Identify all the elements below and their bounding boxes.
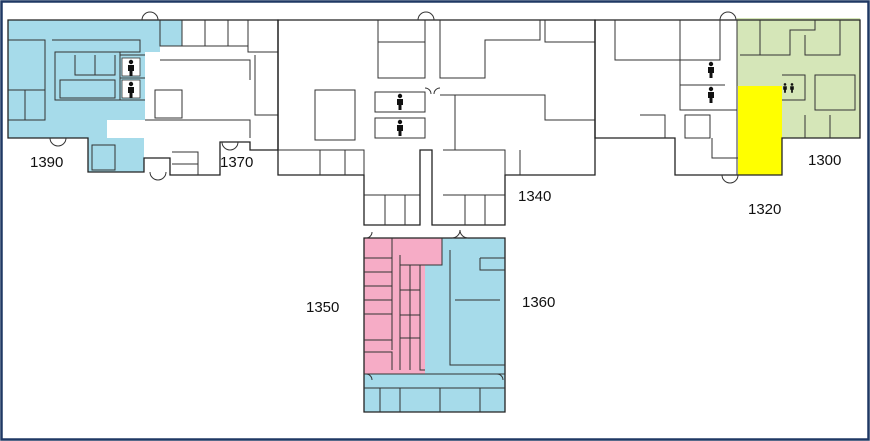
exterior-doors (49, 11, 739, 381)
suite-label-1390: 1390 (30, 154, 63, 171)
restroom-women-icon-west (121, 79, 141, 99)
suite-1320-area[interactable] (738, 86, 782, 175)
suite-label-1320: 1320 (748, 201, 781, 218)
walls-east-wing (594, 19, 861, 176)
suite-label-1340: 1340 (518, 188, 551, 205)
suite-label-1350: 1350 (306, 299, 339, 316)
walls-west-wing (7, 19, 279, 176)
walls-south-block (363, 237, 506, 413)
suite-1300-area[interactable] (737, 18, 860, 138)
restroom-men-icon-west (121, 57, 141, 77)
suite-label-1300: 1300 (808, 152, 841, 169)
suite-1360-area[interactable] (364, 238, 505, 412)
suite-label-1370: 1370 (220, 154, 253, 171)
suite-label-1360: 1360 (522, 294, 555, 311)
walls-central-block (277, 19, 596, 226)
